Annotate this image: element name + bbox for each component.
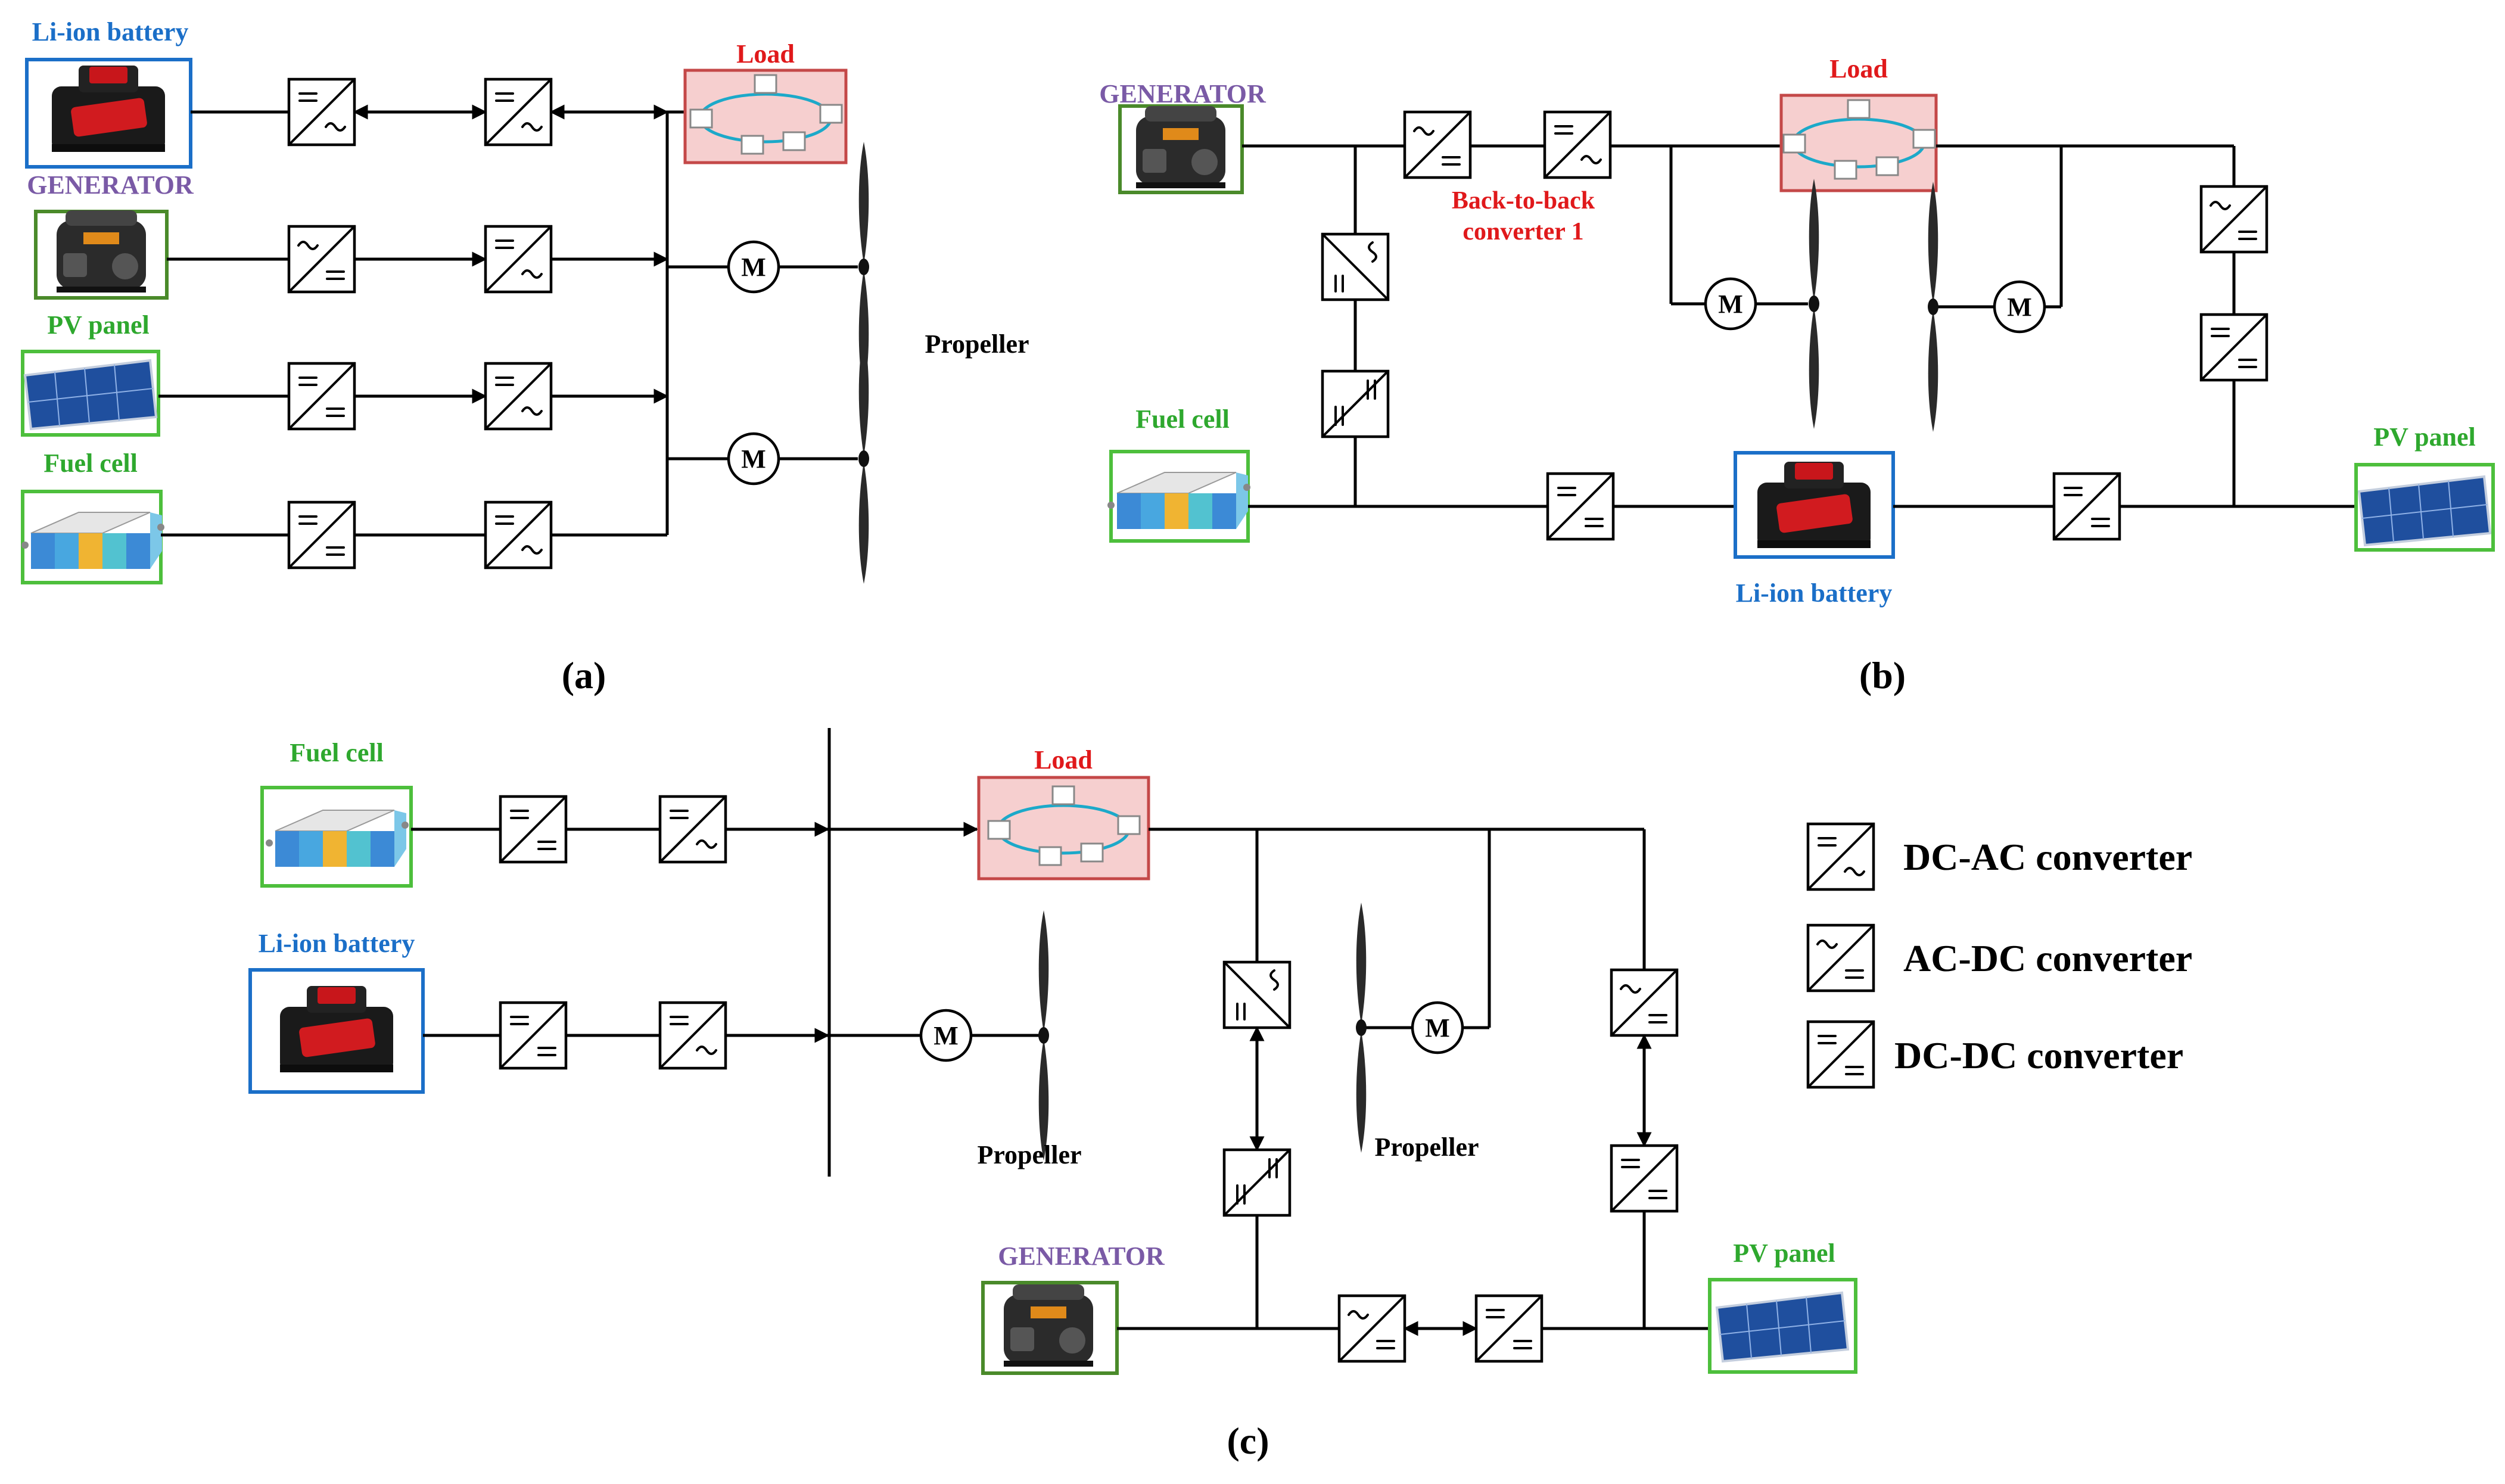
motor-symbol: M bbox=[1718, 290, 1743, 319]
converter-c4 bbox=[660, 1003, 726, 1068]
converter-c9 bbox=[1339, 1296, 1405, 1361]
propeller-icon bbox=[1928, 182, 1938, 432]
converter-b5 bbox=[1322, 234, 1388, 300]
generator-icon bbox=[57, 210, 146, 293]
panel-b: GENERATOR Back-to-back converter 1 Load … bbox=[1099, 54, 2495, 696]
pv-label: PV panel bbox=[2373, 422, 2476, 452]
motor-symbol: M bbox=[741, 444, 766, 474]
fuel-cell-label: Fuel cell bbox=[290, 738, 384, 767]
dc-ac-converter-icon bbox=[1808, 824, 1874, 889]
legend-dc-dc-label: DC-DC converter bbox=[1894, 1034, 2183, 1077]
converter-c8 bbox=[1611, 1146, 1677, 1211]
panel-a: Li-ion battery GENERATOR PV panel Fuel c… bbox=[21, 17, 1029, 696]
motor-symbol: M bbox=[2007, 293, 2032, 322]
load-label: Load bbox=[736, 39, 795, 69]
panel-c: Fuel cell Li-ion battery Load M Propelle… bbox=[248, 728, 1857, 1462]
b2b-label-line1: Back-to-back bbox=[1452, 187, 1595, 214]
generator-label: GENERATOR bbox=[998, 1242, 1165, 1271]
fuel-cell-label: Fuel cell bbox=[43, 449, 138, 478]
legend-dc-ac-label: DC-AC converter bbox=[1903, 836, 2192, 878]
battery-label: Li-ion battery bbox=[32, 17, 189, 46]
converter-c10 bbox=[1476, 1296, 1542, 1361]
converter-b6 bbox=[1322, 371, 1388, 437]
fuel-cell-label: Fuel cell bbox=[1135, 405, 1230, 434]
converter-b4 bbox=[2201, 315, 2267, 380]
propeller-icon bbox=[1038, 910, 1049, 1161]
caption-a: (a) bbox=[562, 654, 606, 696]
converter-a2 bbox=[486, 79, 551, 145]
converter-b7 bbox=[1548, 474, 1613, 539]
propeller-label: Propeller bbox=[925, 329, 1029, 359]
motor-symbol: M bbox=[1425, 1013, 1450, 1043]
generator-label: GENERATOR bbox=[27, 170, 194, 200]
converter-a6 bbox=[486, 363, 551, 429]
converter-c5 bbox=[1224, 962, 1290, 1028]
converter-b8 bbox=[2054, 474, 2120, 539]
pv-label: PV panel bbox=[47, 310, 150, 340]
caption-b: (b) bbox=[1859, 654, 1906, 696]
b2b-label-line2: converter 1 bbox=[1462, 218, 1583, 245]
pv-label: PV panel bbox=[1733, 1239, 1835, 1268]
converter-c7 bbox=[1611, 970, 1677, 1035]
converter-a1 bbox=[289, 79, 354, 145]
generator-label: GENERATOR bbox=[1099, 79, 1266, 108]
legend: DC-AC converter AC-DC converter DC-DC co… bbox=[1808, 824, 2192, 1087]
load-label: Load bbox=[1829, 54, 1888, 83]
battery-label: Li-ion battery bbox=[1736, 578, 1893, 608]
converter-a3 bbox=[289, 226, 354, 292]
converter-c3 bbox=[500, 1003, 566, 1068]
ac-dc-converter-icon bbox=[1808, 925, 1874, 991]
converter-a8 bbox=[486, 502, 551, 568]
converter-c1 bbox=[500, 797, 566, 862]
propeller-label-2: Propeller bbox=[1374, 1133, 1479, 1162]
caption-c: (c) bbox=[1227, 1420, 1269, 1462]
legend-ac-dc-label: AC-DC converter bbox=[1903, 937, 2192, 979]
converter-c2 bbox=[660, 797, 726, 862]
propeller-icon bbox=[1809, 179, 1819, 429]
converter-b3 bbox=[2201, 186, 2267, 252]
propeller-icon bbox=[858, 334, 869, 584]
battery-label: Li-ion battery bbox=[259, 929, 415, 958]
dc-dc-converter-icon bbox=[1808, 1022, 1874, 1087]
motor-symbol: M bbox=[741, 253, 766, 282]
load-label: Load bbox=[1034, 745, 1093, 774]
generator-icon bbox=[1136, 106, 1225, 188]
converter-b2 bbox=[1545, 112, 1610, 178]
propeller-label-1: Propeller bbox=[977, 1140, 1081, 1169]
converter-a7 bbox=[289, 502, 354, 568]
converter-a4 bbox=[486, 226, 551, 292]
converter-c6 bbox=[1224, 1150, 1290, 1215]
motor-symbol: M bbox=[933, 1021, 959, 1050]
generator-icon bbox=[1004, 1284, 1093, 1367]
converter-a5 bbox=[289, 363, 354, 429]
converter-b1 bbox=[1405, 112, 1470, 178]
propeller-icon bbox=[1356, 903, 1367, 1153]
